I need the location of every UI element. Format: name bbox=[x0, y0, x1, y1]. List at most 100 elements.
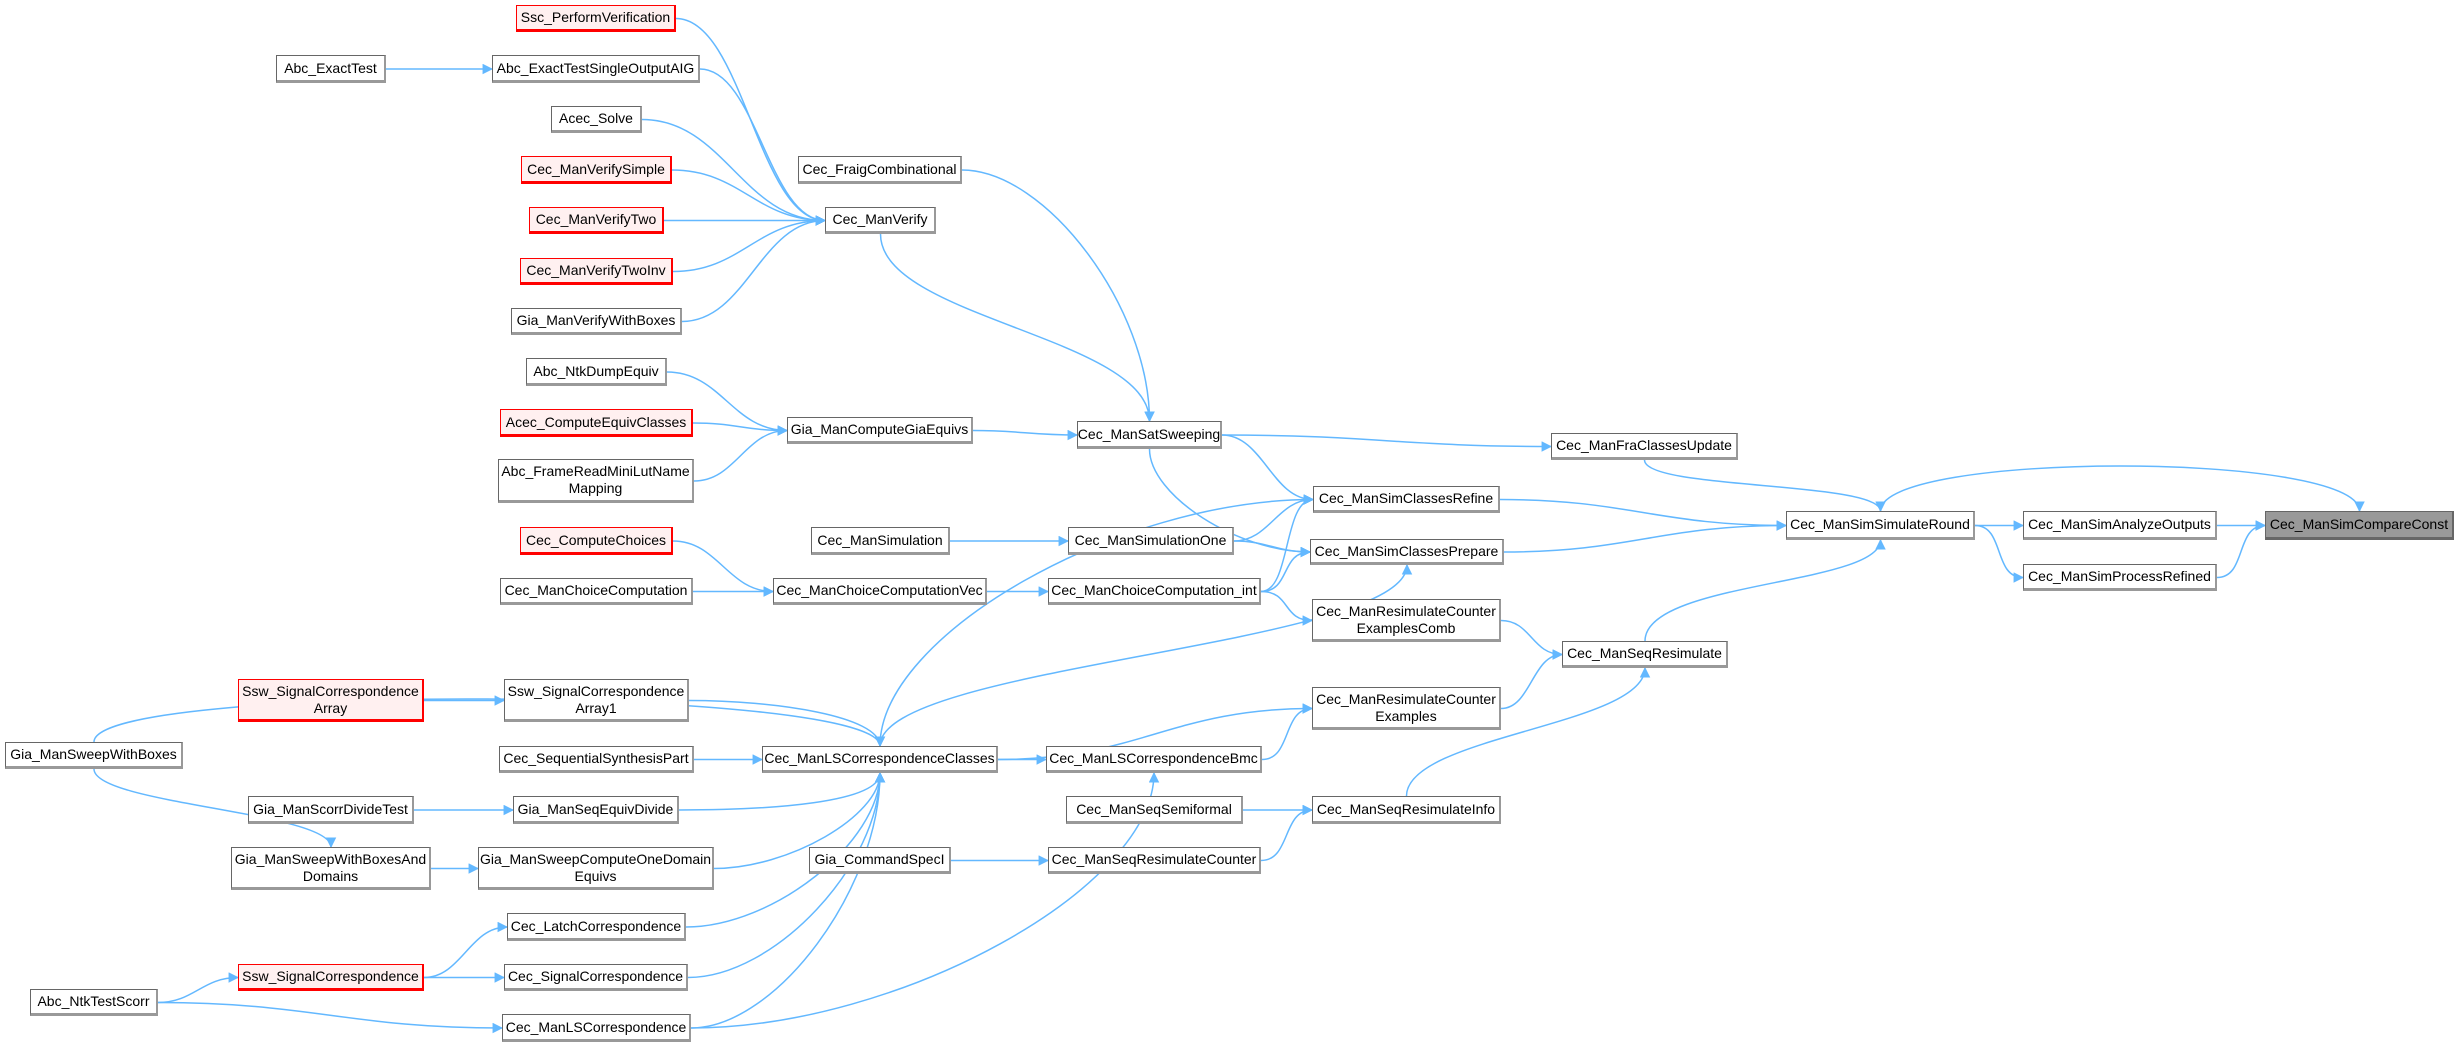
graph-node-satSweep[interactable]: Cec_ManSatSweeping bbox=[1077, 421, 1222, 449]
edge-simOne-to-prepare bbox=[1233, 540, 1312, 558]
edge-sweepBoxes-to-sweepDomains bbox=[93, 768, 337, 849]
graph-node-seqSemi[interactable]: Cec_ManSeqSemiformal bbox=[1066, 796, 1243, 824]
graph-node-label: Cec_ManResimulateCounter ExamplesComb bbox=[1316, 602, 1496, 636]
edge-processRef-to-compare bbox=[2216, 520, 2267, 579]
edge-acecCEC-to-giaCGE bbox=[692, 422, 789, 436]
edge-resimCounter-to-resimInfo bbox=[1260, 804, 1314, 862]
graph-node-label: Cec_ManLSCorrespondence bbox=[505, 1018, 687, 1035]
edge-computeChoices-to-choiceVec bbox=[672, 540, 775, 597]
edge-refine-to-simRound bbox=[1499, 498, 1788, 531]
graph-node-seqSynth[interactable]: Cec_SequentialSynthesisPart bbox=[499, 746, 694, 773]
graph-node-latchCorr[interactable]: Cec_LatchCorrespondence bbox=[507, 913, 686, 941]
graph-node-cmdSpecI[interactable]: Gia_CommandSpecI bbox=[809, 847, 951, 874]
graph-node-acecSolve[interactable]: Acec_Solve bbox=[551, 106, 642, 133]
graph-node-manSim[interactable]: Cec_ManSimulation bbox=[811, 527, 950, 555]
graph-node-resimComb[interactable]: Cec_ManResimulateCounter ExamplesComb bbox=[1312, 599, 1501, 642]
graph-node-abcExactSO[interactable]: Abc_ExactTestSingleOutputAIG bbox=[492, 55, 700, 83]
graph-node-resimCE[interactable]: Cec_ManResimulateCounter Examples bbox=[1312, 687, 1501, 730]
graph-node-label: Cec_LatchCorrespondence bbox=[510, 917, 682, 934]
graph-node-verSimple[interactable]: Cec_ManVerifySimple bbox=[521, 156, 672, 184]
graph-node-refine[interactable]: Cec_ManSimClassesRefine bbox=[1313, 486, 1500, 513]
graph-node-label: Cec_ManSeqResimulateInfo bbox=[1316, 800, 1496, 817]
graph-node-label: Abc_ExactTest bbox=[284, 59, 377, 76]
graph-node-cecSigCorr[interactable]: Cec_SignalCorrespondence bbox=[504, 964, 688, 991]
graph-node-simRound[interactable]: Cec_ManSimSimulateRound bbox=[1786, 511, 1975, 540]
graph-node-ntkDump[interactable]: Abc_NtkDumpEquiv bbox=[526, 358, 667, 386]
graph-node-label: Gia_ManVerifyWithBoxes bbox=[516, 312, 676, 328]
graph-node-label: Acec_ComputeEquivClasses bbox=[505, 413, 687, 430]
graph-node-label: Gia_ManSweepWithBoxes bbox=[10, 746, 177, 762]
graph-node-giaCGE[interactable]: Gia_ManComputeGiaEquivs bbox=[787, 417, 973, 444]
graph-node-fraig[interactable]: Cec_FraigCombinational bbox=[798, 156, 962, 184]
graph-node-seqEqDiv[interactable]: Gia_ManSeqEquivDivide bbox=[513, 796, 679, 824]
edge-resimCE-to-seqResim bbox=[1500, 649, 1564, 710]
edge-cecSigCorr-to-lscc bbox=[687, 771, 886, 979]
graph-node-lscc[interactable]: Cec_ManLSCorrespondenceClasses bbox=[762, 746, 998, 773]
graph-node-label: Cec_SignalCorrespondence bbox=[507, 968, 684, 984]
graph-node-lsBmc[interactable]: Cec_ManLSCorrespondenceBmc bbox=[1046, 746, 1262, 773]
graph-node-processRef[interactable]: Cec_ManSimProcessRefined bbox=[2023, 564, 2217, 591]
edge-fraUpdate-to-simRound bbox=[1643, 459, 1886, 513]
graph-node-sweepBoxes[interactable]: Gia_ManSweepWithBoxes bbox=[5, 742, 183, 769]
graph-node-resimCounter[interactable]: Cec_ManSeqResimulateCounter bbox=[1048, 847, 1261, 874]
edge-lscc-to-prepare bbox=[879, 563, 1413, 747]
graph-node-label: Cec_ManSeqResimulate bbox=[1567, 645, 1722, 661]
graph-node-acecCEC[interactable]: Acec_ComputeEquivClasses bbox=[500, 409, 693, 437]
graph-node-analyze[interactable]: Cec_ManSimAnalyzeOutputs bbox=[2023, 511, 2217, 540]
graph-node-sweepDomains[interactable]: Gia_ManSweepWithBoxesAnd Domains bbox=[231, 847, 431, 890]
graph-node-computeChoices[interactable]: Cec_ComputeChoices bbox=[520, 527, 673, 555]
edge-lscc-to-refine bbox=[879, 494, 1315, 747]
graph-node-sswCorr[interactable]: Ssw_SignalCorrespondence bbox=[238, 964, 424, 991]
edge-frameRead-to-giaCGE bbox=[693, 425, 789, 482]
graph-node-label: Cec_ManSimAnalyzeOutputs bbox=[2028, 516, 2211, 532]
graph-node-label: Cec_ManFraClassesUpdate bbox=[1556, 437, 1732, 453]
edge-choiceInt-to-prepare bbox=[1260, 546, 1312, 593]
graph-node-choiceVec[interactable]: Cec_ManChoiceComputationVec bbox=[773, 578, 987, 605]
graph-node-ntkTestScorr[interactable]: Abc_NtkTestScorr bbox=[30, 989, 158, 1016]
graph-node-label: Abc_NtkTestScorr bbox=[37, 993, 150, 1009]
graph-node-label: Cec_ManLSCorrespondenceBmc bbox=[1049, 750, 1258, 766]
graph-node-ssc[interactable]: Ssc_PerformVerification bbox=[516, 5, 676, 32]
graph-node-choiceComp[interactable]: Cec_ManChoiceComputation bbox=[500, 578, 693, 605]
graph-node-prepare[interactable]: Cec_ManSimClassesPrepare bbox=[1310, 539, 1504, 565]
graph-node-label: Cec_ComputeChoices bbox=[525, 531, 667, 548]
graph-node-label: Cec_ManLSCorrespondenceClasses bbox=[764, 750, 995, 766]
edge-prepare-to-simRound bbox=[1503, 520, 1788, 553]
graph-node-verTwo[interactable]: Cec_ManVerifyTwo bbox=[529, 207, 664, 234]
graph-node-sweepOneDom[interactable]: Gia_ManSweepComputeOneDomain Equivs bbox=[478, 847, 714, 890]
graph-node-label: Cec_FraigCombinational bbox=[802, 160, 957, 177]
graph-node-fraUpdate[interactable]: Cec_ManFraClassesUpdate bbox=[1551, 433, 1738, 460]
graph-node-lsCorr[interactable]: Cec_ManLSCorrespondence bbox=[502, 1014, 691, 1042]
graph-node-seqResim[interactable]: Cec_ManSeqResimulate bbox=[1562, 641, 1728, 668]
graph-node-label: Cec_ManSeqResimulateCounter bbox=[1051, 851, 1257, 867]
graph-node-simOne[interactable]: Cec_ManSimulationOne bbox=[1068, 527, 1234, 555]
graph-node-label: Cec_ManVerifySimple bbox=[527, 160, 665, 177]
graph-node-sswArray[interactable]: Ssw_SignalCorrespondence Array bbox=[238, 679, 424, 722]
graph-node-label: Cec_ManSeqSemiformal bbox=[1076, 800, 1232, 817]
graph-node-label: Gia_ManSweepComputeOneDomain Equivs bbox=[479, 850, 712, 884]
graph-node-abcExact[interactable]: Abc_ExactTest bbox=[276, 55, 386, 83]
graph-node-label: Gia_ManComputeGiaEquivs bbox=[790, 421, 969, 437]
edge-lsCorr-to-lscc bbox=[690, 771, 886, 1029]
graph-node-label: Abc_FrameReadMiniLutName Mapping bbox=[501, 463, 690, 496]
graph-node-label: Cec_ManChoiceComputationVec bbox=[776, 582, 983, 598]
edge-ntkDump-to-giaCGE bbox=[666, 371, 789, 436]
edge-lsBmc-to-resimCE bbox=[1261, 703, 1314, 761]
graph-node-label: Cec_ManChoiceComputation bbox=[504, 582, 688, 598]
edge-simRound-to-processRef bbox=[1974, 524, 2025, 583]
edge-satSweep-to-refine bbox=[1221, 434, 1315, 505]
graph-node-scorrDiv[interactable]: Gia_ManScorrDivideTest bbox=[248, 796, 414, 824]
graph-node-choiceInt[interactable]: Cec_ManChoiceComputation_int bbox=[1048, 578, 1261, 605]
graph-node-manVerify[interactable]: Cec_ManVerify bbox=[825, 207, 936, 234]
edge-satSweep-to-fraUpdate bbox=[1221, 434, 1553, 452]
edge-ntkTestScorr-to-sswCorr bbox=[157, 972, 240, 1004]
graph-node-giaVerBoxes[interactable]: Gia_ManVerifyWithBoxes bbox=[511, 308, 682, 335]
graph-node-sswArray1[interactable]: Ssw_SignalCorrespondence Array1 bbox=[504, 679, 689, 722]
edge-giaVerBoxes-to-manVerify bbox=[681, 215, 827, 323]
graph-node-frameRead[interactable]: Abc_FrameReadMiniLutName Mapping bbox=[498, 459, 694, 503]
graph-node-verTwoInv[interactable]: Cec_ManVerifyTwoInv bbox=[520, 258, 673, 285]
graph-node-label: Cec_ManChoiceComputation_int bbox=[1051, 582, 1257, 598]
graph-node-resimInfo[interactable]: Cec_ManSeqResimulateInfo bbox=[1312, 796, 1501, 824]
